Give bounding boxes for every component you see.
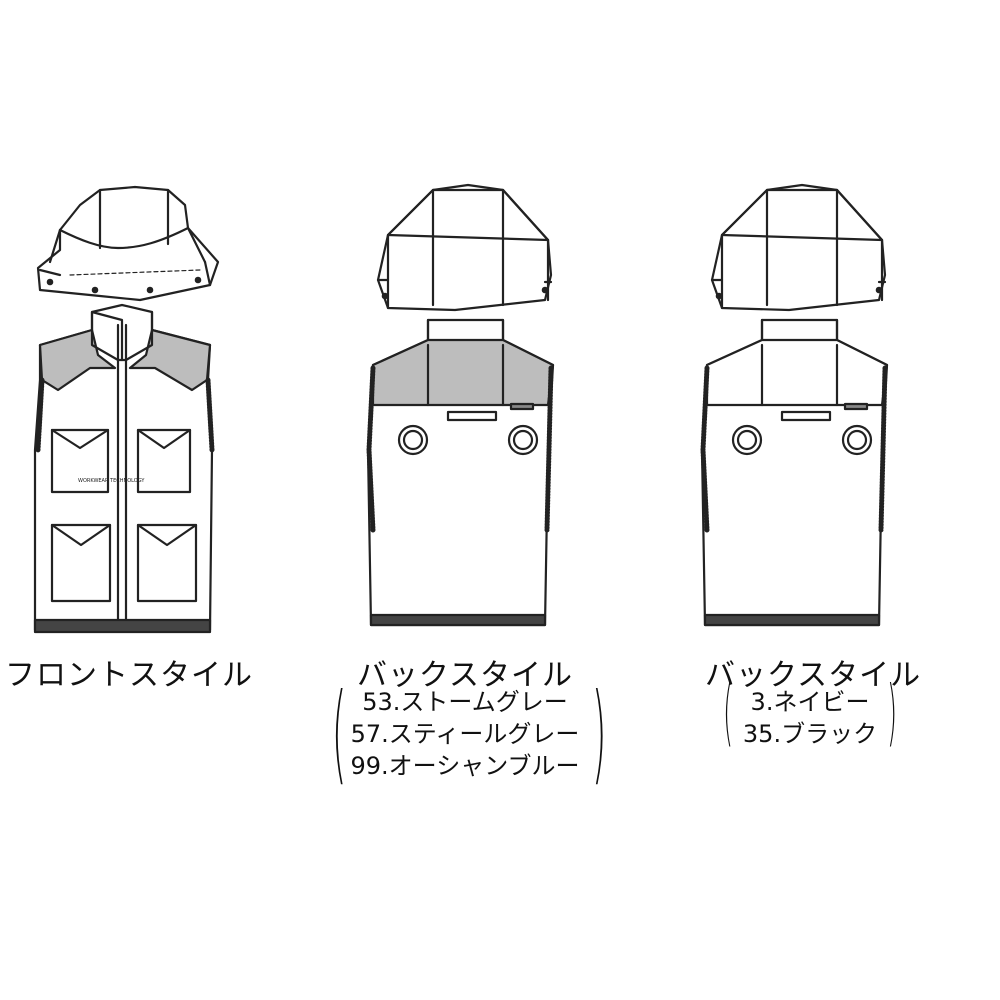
back-light-open-paren: ( [331,671,347,796]
back-dark-body [700,318,889,627]
back-light-illustration [366,183,555,627]
color-ocean-blue: 99.オーシャンブルー [350,752,580,780]
back-view-dark [667,0,1000,640]
chest-logo: WORKWEAR TECHNOLOGY [78,478,145,484]
back-light-close-paren: ) [591,671,607,796]
back-dark-close-paren: ) [887,670,897,754]
back-light-colors: 53.ストームグレー 57.スティールグレー 99.オーシャンブルー [345,686,585,782]
color-storm-grey: 53.ストームグレー [362,688,568,716]
back-view-light [333,0,666,640]
front-illustration: WORKWEAR TECHNOLOGY [33,185,220,634]
back-light-body [366,318,555,627]
back-light-title: バックスタイル [356,658,574,693]
color-steel-grey: 57.スティールグレー [350,720,580,748]
back-dark-title: バックスタイル [705,658,922,693]
front-title: フロントスタイル [5,658,253,693]
front-hood [36,185,220,302]
back-dark-hood [710,183,887,312]
back-dark-colors: 3.ネイビー 35.ブラック [735,686,885,750]
back-dark-illustration [700,183,889,627]
back-dark-open-paren: ( [723,670,733,754]
color-black: 35.ブラック [742,720,878,748]
color-navy: 3.ネイビー [750,688,870,716]
front-body [33,303,215,634]
front-view: WORKWEAR TECHNOLOGY [0,0,333,640]
back-light-hood [376,183,553,312]
